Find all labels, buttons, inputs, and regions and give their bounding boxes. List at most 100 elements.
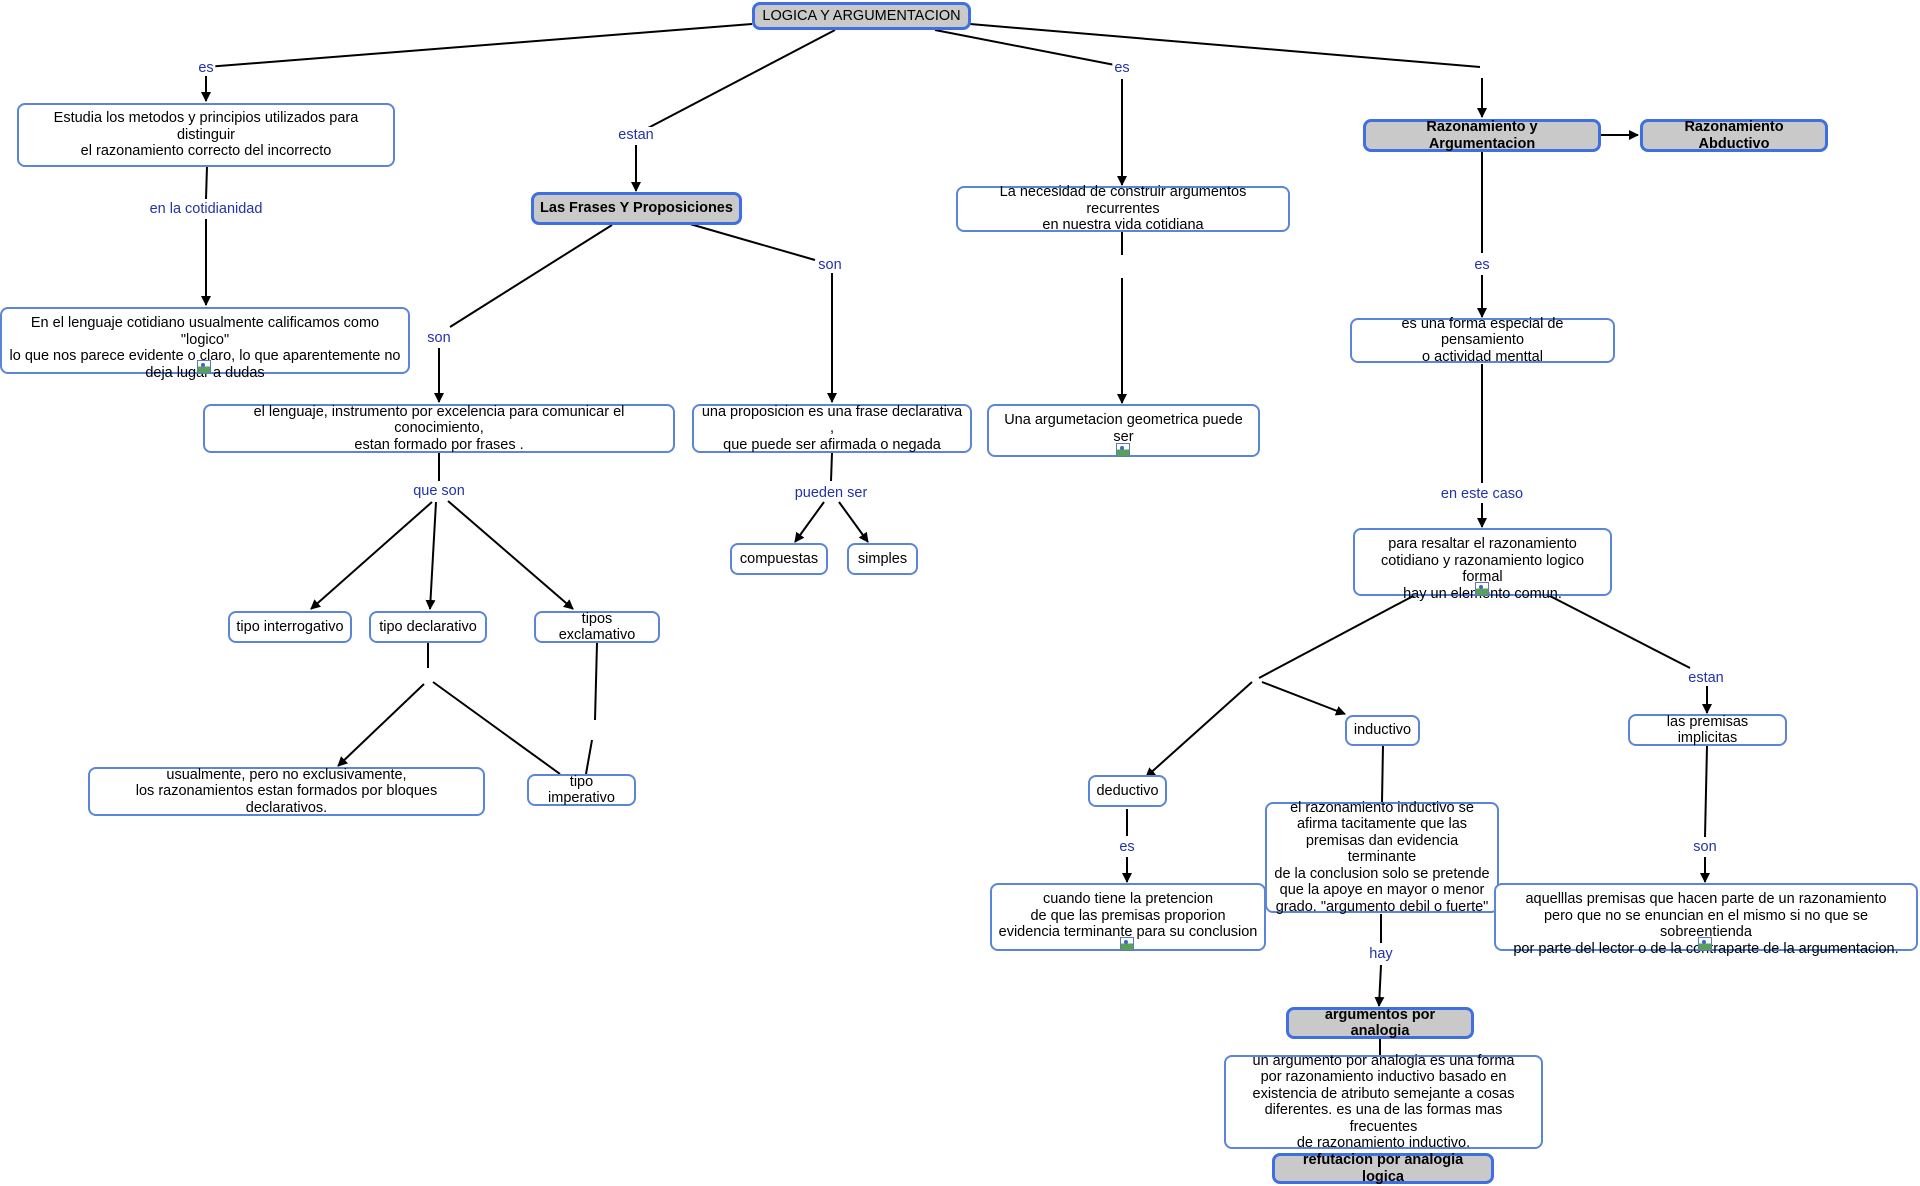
concept-necesidad[interactable]: La necesidad de construir argumentos rec…: [956, 184, 1290, 234]
link-line: [689, 223, 816, 261]
concept-label: Las Frases Y Proposiciones: [540, 200, 733, 217]
link-line: [1258, 594, 1416, 679]
link-line: [205, 165, 208, 200]
link-line: [830, 452, 833, 482]
link-label-son: son: [425, 330, 453, 346]
concept-inductivo[interactable]: inductivo: [1345, 715, 1420, 746]
concept-label: tipo interrogativo: [236, 618, 344, 635]
link-line: [205, 23, 753, 68]
concept-label: simples: [857, 550, 908, 567]
concept-forma[interactable]: es una forma especial de pensamiento o a…: [1350, 315, 1615, 365]
concept-label: una proposicion es una frase declarativa…: [701, 403, 963, 453]
concept-cotidiano[interactable]: En el lenguaje cotidiano usualmente cali…: [0, 307, 410, 381]
image-icon[interactable]: [1115, 443, 1130, 457]
concept-premisas[interactable]: las premisas implicitas: [1628, 714, 1787, 746]
concept-proposicion[interactable]: una proposicion es una frase declarativa…: [692, 404, 972, 453]
concept-root[interactable]: LOGICA Y ARGUMENTACION: [752, 2, 971, 30]
link-line: [934, 29, 1121, 67]
concept-label: el razonamiento inductivo se afirma taci…: [1274, 799, 1490, 915]
link-label-estan: estan: [616, 127, 656, 143]
link-line: [1381, 744, 1384, 803]
concept-aquellas[interactable]: aquelllas premisas que hacen parte de un…: [1494, 883, 1918, 957]
concept-label: compuestas: [739, 550, 819, 567]
concept-label: deductivo: [1096, 782, 1159, 799]
link-line: [449, 224, 613, 328]
concept-label: LOGICA Y ARGUMENTACION: [762, 7, 961, 24]
concept-usualmente[interactable]: usualmente, pero no exclusivamente, los …: [88, 767, 485, 816]
arrow-line: [425, 501, 437, 610]
concept-label: argumentos por analogia: [1324, 1006, 1436, 1040]
link-label-que-son: que son: [411, 483, 467, 499]
concept-label: En el lenguaje cotidiano usualmente cali…: [9, 315, 401, 381]
link-label-en-este-caso: en este caso: [1438, 486, 1526, 502]
concept-label: tipo imperativo: [548, 773, 615, 807]
concept-label: Razonamiento y Argumentacion: [1426, 119, 1538, 152]
concept-imperativo[interactable]: tipo imperativo: [527, 774, 636, 806]
link-label-es: es: [1472, 257, 1492, 273]
link-label-es: es: [196, 60, 216, 76]
concept-deductivo[interactable]: deductivo: [1088, 775, 1167, 807]
link-line: [1704, 745, 1708, 838]
concept-compuestas[interactable]: compuestas: [730, 543, 828, 575]
concept-declarativo[interactable]: tipo declarativo: [369, 611, 487, 643]
concept-inductivo-desc[interactable]: el razonamiento inductivo se afirma taci…: [1265, 799, 1499, 915]
concept-simples[interactable]: simples: [847, 543, 918, 575]
link-line: [432, 681, 561, 775]
concept-interrogativo[interactable]: tipo interrogativo: [228, 611, 352, 643]
link-label-son: son: [816, 257, 844, 273]
concept-analogia[interactable]: argumentos por analogia: [1286, 1007, 1474, 1039]
concept-label: La necesidad de construir argumentos rec…: [999, 184, 1247, 234]
link-label-pueden-ser: pueden ser: [792, 485, 870, 501]
link-label-es: es: [1117, 839, 1137, 855]
concept-label: un argumento por analogia es una forma p…: [1252, 1052, 1515, 1152]
concept-analogia-desc[interactable]: un argumento por analogia es una forma p…: [1224, 1052, 1543, 1152]
link-line: [585, 739, 593, 775]
concept-geometrica[interactable]: Una argumetacion geometrica puede ser: [987, 404, 1260, 457]
concept-resaltar[interactable]: para resaltar el razonamiento cotidiano …: [1353, 528, 1612, 602]
concept-label: Una argumetacion geometrica puede ser: [1004, 412, 1243, 445]
link-label-es: es: [1112, 60, 1132, 76]
concept-label: para resaltar el razonamiento cotidiano …: [1380, 536, 1585, 602]
concept-label: aquelllas premisas que hacen parte de un…: [1513, 891, 1899, 957]
concept-label: refutacion por analogia logica: [1302, 1152, 1464, 1185]
arrow-line: [1374, 964, 1385, 1007]
image-icon[interactable]: [197, 360, 211, 374]
concept-label: cuando tiene la pretencion de que las pr…: [998, 891, 1258, 940]
concept-label: Razonamiento Abductivo: [1684, 119, 1784, 152]
concept-label: Estudia los metodos y principios utiliza…: [53, 110, 359, 160]
concept-label: inductivo: [1353, 722, 1412, 739]
arrow-line: [1145, 681, 1253, 778]
link-line: [969, 23, 1481, 68]
concept-label: las premisas implicitas: [1666, 713, 1749, 747]
link-label-hay: hay: [1367, 946, 1395, 962]
concept-abductivo[interactable]: Razonamiento Abductivo: [1640, 119, 1828, 152]
concept-pretencion[interactable]: cuando tiene la pretencion de que las pr…: [990, 883, 1266, 951]
concept-estudia[interactable]: Estudia los metodos y principios utiliza…: [17, 103, 395, 167]
link-label-estan: estan: [1686, 670, 1726, 686]
arrow-line: [838, 501, 869, 543]
concept-label: es una forma especial de pensamiento o a…: [1401, 315, 1564, 365]
concept-frases[interactable]: Las Frases Y Proposiciones: [531, 192, 742, 225]
concept-label: tipo declarativo: [379, 618, 477, 635]
arrow-line: [337, 683, 425, 767]
image-icon[interactable]: [1698, 937, 1712, 951]
concept-label: tipos exclamativo: [558, 610, 636, 644]
link-line: [594, 642, 598, 721]
arrow-line: [447, 500, 574, 610]
arrow-line: [794, 501, 825, 543]
link-line: [647, 29, 836, 129]
arrow-line: [310, 501, 433, 610]
link-label-son: son: [1691, 839, 1719, 855]
image-icon[interactable]: [1120, 937, 1134, 951]
concept-refutacion[interactable]: refutacion por analogia logica: [1272, 1152, 1494, 1185]
link-label-cotidianidad: en la cotidianidad: [147, 201, 265, 217]
link-line: [1547, 594, 1691, 669]
concept-label: usualmente, pero no exclusivamente, los …: [135, 766, 438, 816]
concept-exclamativo[interactable]: tipos exclamativo: [534, 611, 660, 643]
image-icon[interactable]: [1474, 582, 1489, 596]
arrow-line: [1261, 681, 1346, 716]
concept-label: el lenguaje, instrumento por excelencia …: [253, 403, 625, 453]
concept-razonamiento[interactable]: Razonamiento y Argumentacion: [1363, 119, 1601, 152]
concept-lenguaje[interactable]: el lenguaje, instrumento por excelencia …: [203, 404, 675, 453]
